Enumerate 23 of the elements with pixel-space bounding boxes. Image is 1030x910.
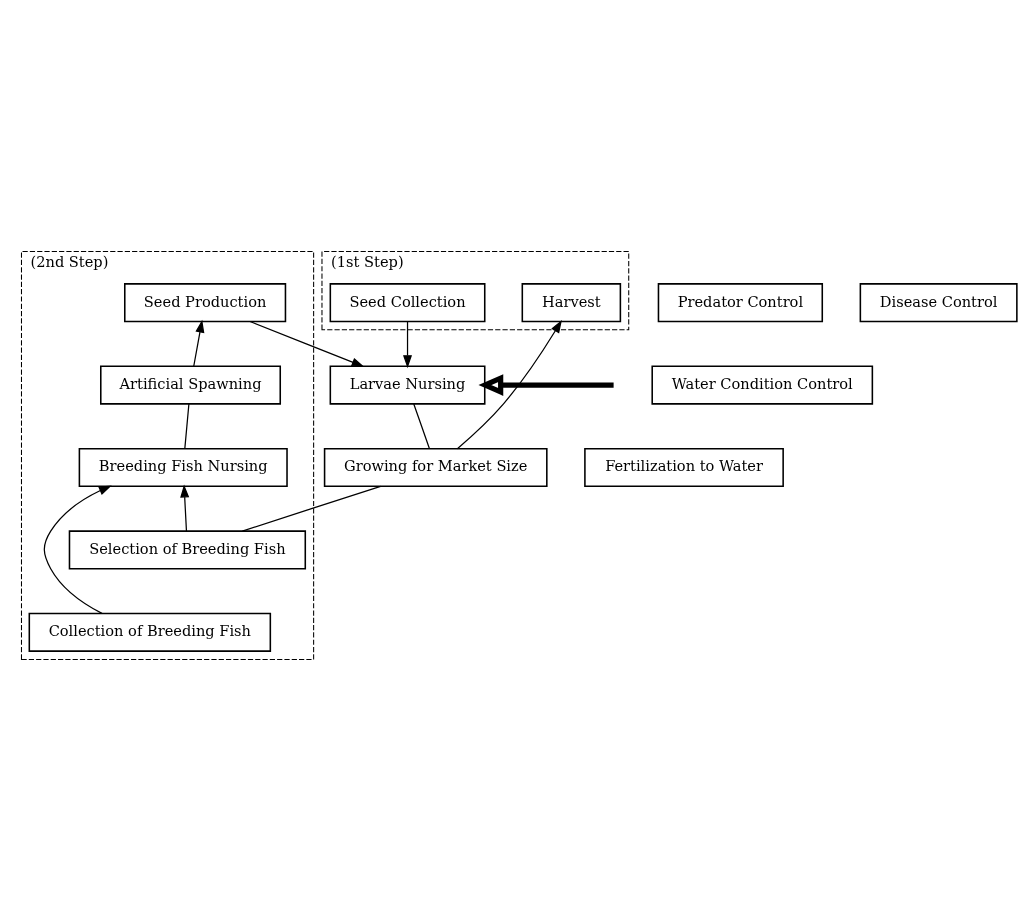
node-box: Predator Control xyxy=(657,282,824,322)
connector xyxy=(413,402,431,449)
node-box: Water Condition Control xyxy=(651,365,874,405)
node-box: Harvest xyxy=(521,282,622,322)
node-box: Seed Collection xyxy=(329,282,486,322)
arrow xyxy=(180,483,190,532)
node-box: Artificial Spawning xyxy=(100,365,282,405)
node-box: Selection of Breeding Fish xyxy=(68,529,307,569)
node-box: Breeding Fish Nursing xyxy=(78,447,288,487)
arrow xyxy=(456,319,562,449)
connector xyxy=(241,485,382,532)
node-box: Seed Production xyxy=(124,282,287,322)
arrow xyxy=(478,373,614,396)
node-box: Growing for Market Size xyxy=(323,447,548,487)
node-box: Collection of Breeding Fish xyxy=(28,612,272,652)
node-box: Fertilization to Water xyxy=(584,447,784,487)
node-box: Larvae Nursing xyxy=(329,365,486,405)
arrow xyxy=(249,320,365,367)
arrow xyxy=(193,319,205,367)
connector xyxy=(184,402,190,449)
arrow xyxy=(43,485,112,614)
node-box: Disease Control xyxy=(859,282,1018,322)
arrow xyxy=(403,320,413,368)
